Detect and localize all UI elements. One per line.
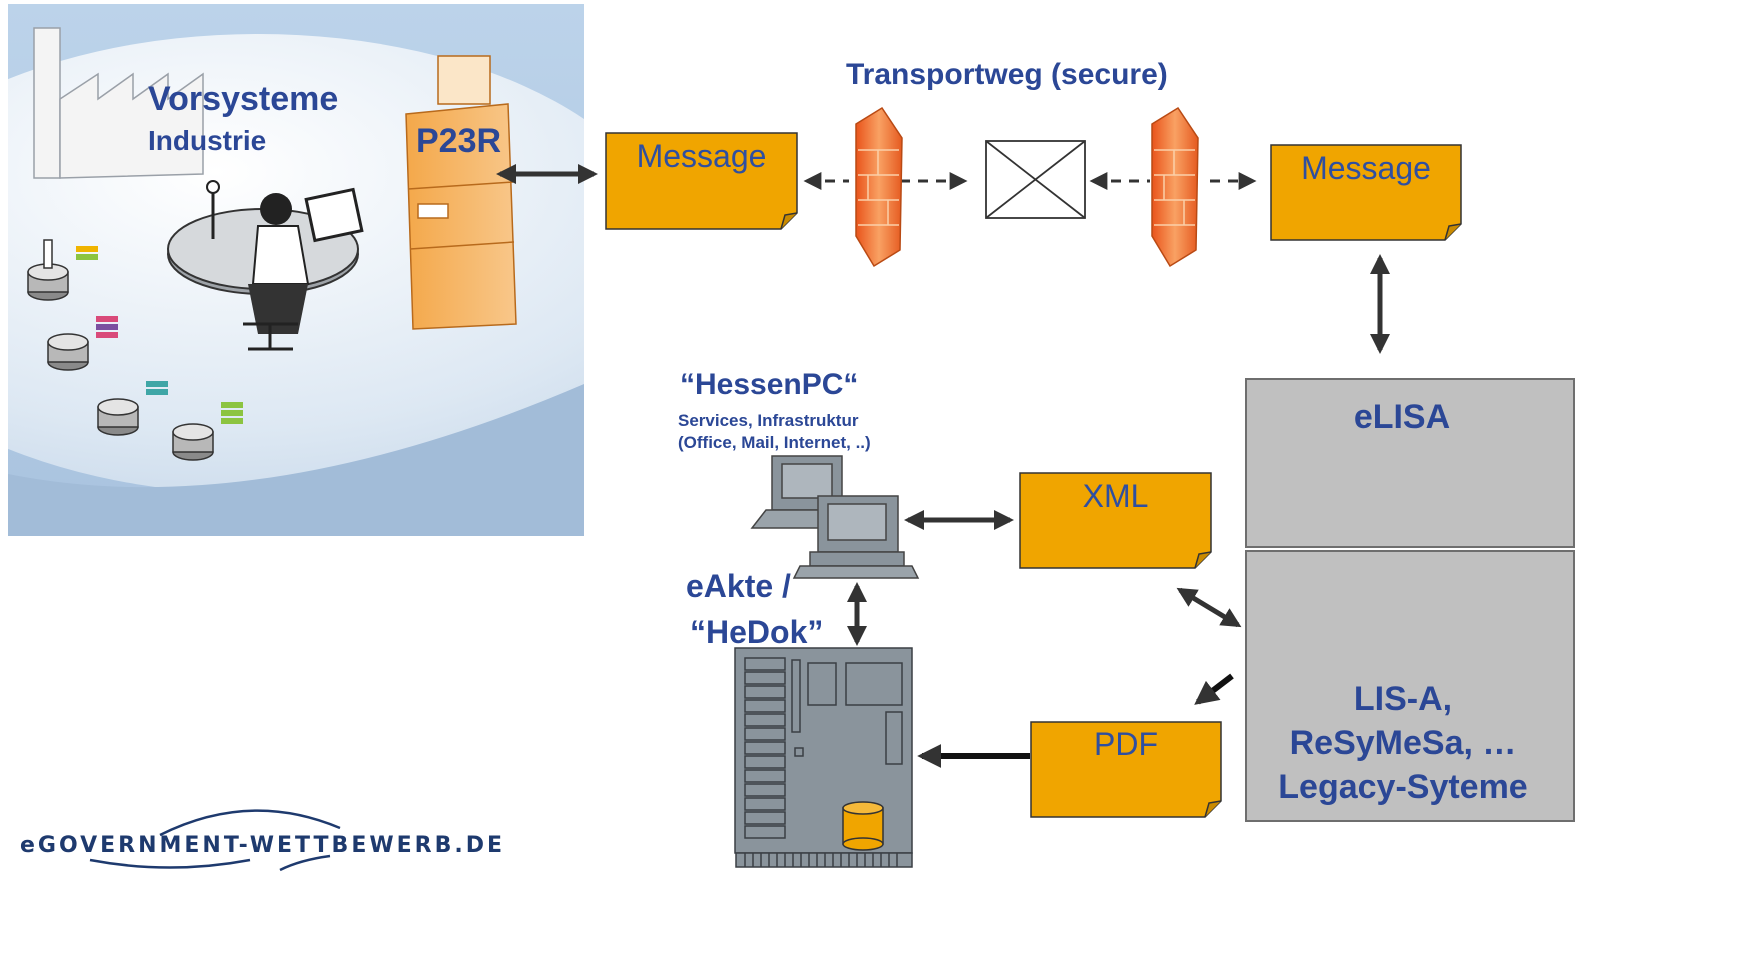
- factory-icon: [33, 27, 204, 179]
- industry-illustration: [8, 4, 584, 536]
- legacy-line3: Legacy-Syteme: [1278, 768, 1528, 806]
- data-stacks: [27, 239, 243, 461]
- hessenpc-title: “HessenPC“: [680, 368, 859, 401]
- vorsysteme-title: Vorsysteme: [148, 80, 339, 118]
- p23r-label: P23R: [416, 122, 502, 160]
- eakte-line2: “HeDok”: [690, 614, 824, 650]
- xml-label: XML: [1082, 478, 1149, 514]
- vorsysteme-subtitle: Industrie: [148, 125, 267, 156]
- message-right-label: Message: [1301, 150, 1431, 186]
- server-icon: [734, 647, 913, 868]
- firewall-icon-right: [1151, 106, 1199, 268]
- legacy-line1: LIS-A,: [1353, 680, 1453, 718]
- database-icon: [842, 801, 884, 851]
- message-left-label: Message: [636, 138, 767, 174]
- transport-envelope-icon: [985, 140, 1086, 219]
- egovernment-logo: eGOVERNMENT-WETTBEWERB.DE: [20, 833, 506, 858]
- logo-swoosh-icon: [89, 809, 341, 872]
- arrow-xml-legacy: [1176, 587, 1242, 628]
- industry-scene-graphic: [8, 4, 584, 536]
- legacy-line2: ReSyMeSa, …: [1289, 724, 1517, 762]
- hessenpc-line2: (Office, Mail, Internet, ..): [678, 433, 871, 452]
- p23r-tower-icon: [405, 55, 517, 330]
- hessenpc-line1: Services, Infrastruktur: [678, 411, 859, 430]
- workstation-icon: [167, 180, 364, 351]
- legacy-systems-box: LIS-A, ReSyMeSa, … Legacy-Syteme: [1245, 550, 1575, 822]
- eakte-line1: eAkte /: [686, 568, 791, 604]
- arrow-legacy-pdf: [1194, 673, 1234, 705]
- elisa-label: eLISA: [1353, 398, 1451, 436]
- computer-icon: [750, 455, 920, 579]
- transport-title: Transportweg (secure): [846, 58, 1168, 91]
- firewall-icon-left: [855, 106, 903, 268]
- elisa-box: eLISA: [1245, 378, 1575, 548]
- pdf-label: PDF: [1094, 726, 1158, 762]
